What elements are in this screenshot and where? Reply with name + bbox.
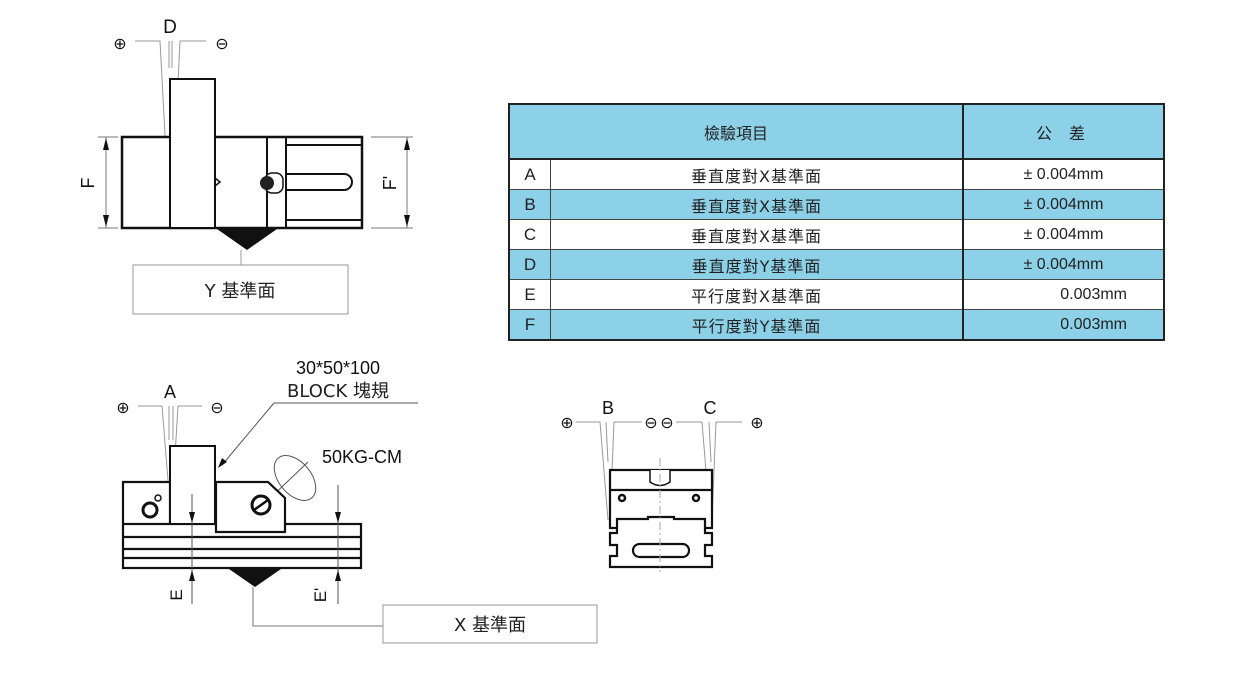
row-key: C (508, 219, 551, 250)
row-key: A (508, 158, 551, 190)
plus-icon: ⊕ (750, 415, 763, 432)
minus-icon: ⊖ (660, 415, 673, 432)
minus-icon: ⊖ (215, 36, 228, 53)
row-item: 垂直度對X基準面 (550, 189, 964, 220)
hole-icon (141, 501, 159, 519)
plus-icon: ⊕ (113, 36, 126, 53)
label-e-prime: E' (311, 588, 330, 603)
datum-triangle (217, 229, 277, 250)
table-row: B 垂直度對X基準面 ± 0.004mm (508, 189, 1165, 220)
header-item: 檢驗項目 (508, 103, 964, 160)
plus-icon: ⊕ (116, 400, 129, 417)
screw-icon (260, 172, 284, 194)
side-view: B C ⊕ ⊖ ⊖ ⊕ (560, 398, 764, 572)
torque-label: 50KG-CM (322, 447, 402, 467)
screw-icon (250, 494, 272, 516)
row-tolerance: ± 0.004mm (962, 189, 1165, 220)
row-item: 垂直度對Y基準面 (550, 249, 964, 280)
table-header: 檢驗項目 公 差 (508, 103, 1165, 160)
top-view: D ⊕ ⊖ Y 基準面 (78, 17, 413, 315)
block-label: BLOCK 塊規 (287, 381, 389, 402)
datum-box-y (132, 264, 349, 315)
table-row: F 平行度對Y基準面 0.003mm (508, 309, 1165, 341)
row-tolerance: 0.003mm (962, 279, 1165, 310)
row-key: B (508, 189, 551, 220)
row-tolerance: ± 0.004mm (962, 219, 1165, 250)
label-e: E (167, 589, 186, 600)
row-key: F (508, 309, 551, 341)
row-tolerance: ± 0.004mm (962, 249, 1165, 280)
table-row: E 平行度對X基準面 0.003mm (508, 279, 1165, 310)
row-tolerance: ± 0.004mm (962, 158, 1165, 190)
front-view: 30*50*100 BLOCK 塊規 A ⊕ ⊖ 50KG-CM (116, 358, 598, 644)
label-c: C (704, 398, 717, 418)
datum-label-x: X 基準面 (454, 615, 526, 636)
inspection-table: 檢驗項目 公 差 A 垂直度對X基準面 ± 0.004mm B 垂直度對X基準面… (508, 103, 1165, 341)
minus-icon: ⊖ (210, 400, 223, 417)
label-f-prime: F' (380, 176, 400, 190)
row-item: 平行度對Y基準面 (550, 309, 964, 341)
slot (286, 173, 353, 191)
label-a: A (164, 382, 176, 402)
minus-icon: ⊖ (644, 415, 657, 432)
datum-box-x (382, 604, 598, 644)
datum-label-y: Y 基準面 (204, 281, 276, 302)
label-b: B (602, 398, 614, 418)
row-key: D (508, 249, 551, 280)
table-row: D 垂直度對Y基準面 ± 0.004mm (508, 249, 1165, 280)
datum-triangle (229, 569, 281, 587)
label-f: F (78, 178, 98, 189)
block-size-label: 30*50*100 (296, 358, 380, 378)
row-item: 平行度對X基準面 (550, 279, 964, 310)
vise-front-body (121, 480, 363, 570)
row-item: 垂直度對X基準面 (550, 219, 964, 250)
plus-icon: ⊕ (560, 415, 573, 432)
table-row: A 垂直度對X基準面 ± 0.004mm (508, 158, 1165, 190)
label-d: D (163, 17, 177, 38)
vise-side-body (608, 468, 714, 569)
gauge-block (169, 78, 216, 229)
vise-top-body (120, 135, 364, 230)
row-tolerance: 0.003mm (962, 309, 1165, 341)
table-row: C 垂直度對X基準面 ± 0.004mm (508, 219, 1165, 250)
row-item: 垂直度對X基準面 (550, 158, 964, 190)
row-key: E (508, 279, 551, 310)
header-tolerance: 公 差 (962, 103, 1165, 160)
